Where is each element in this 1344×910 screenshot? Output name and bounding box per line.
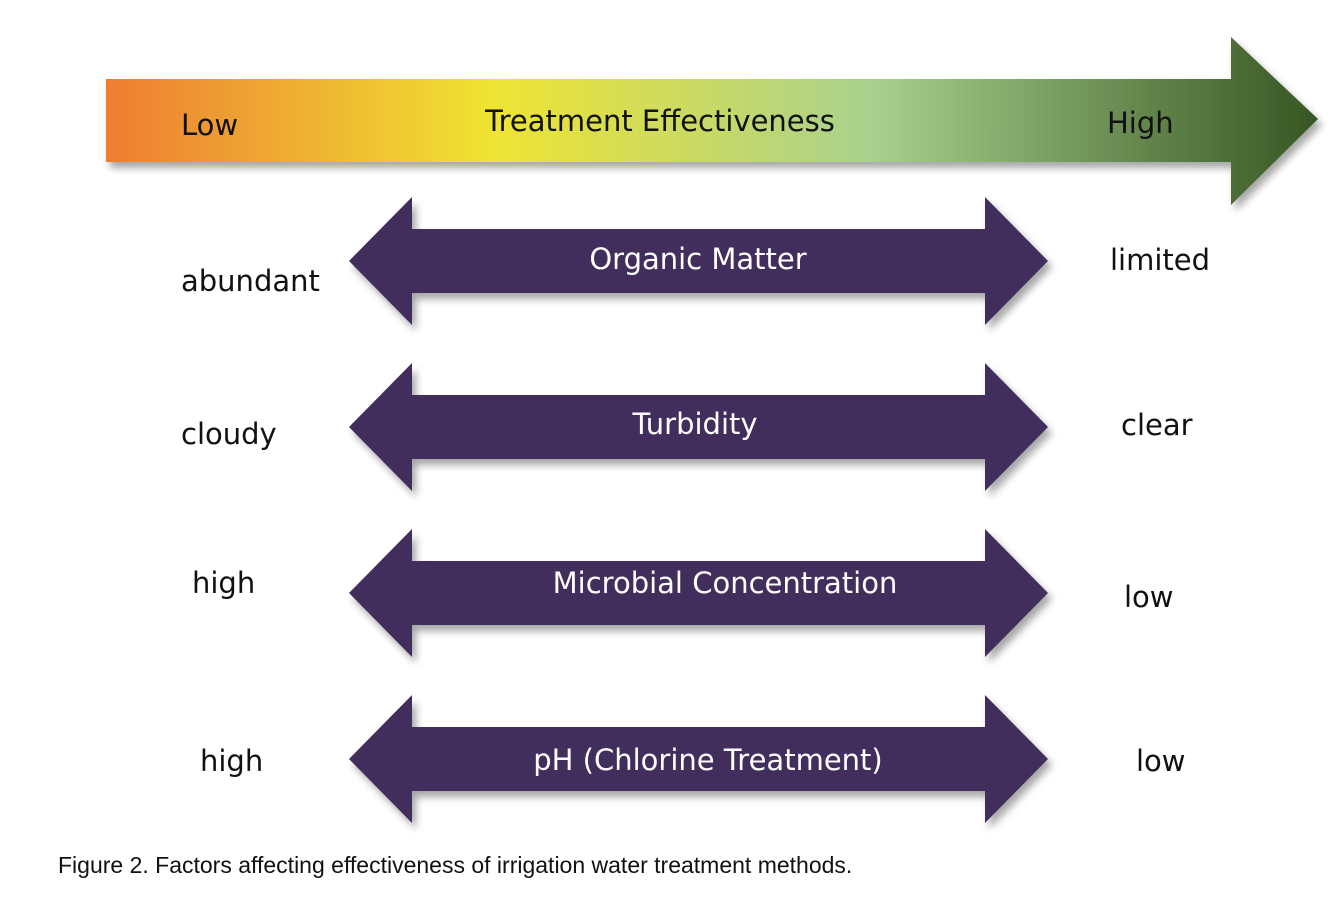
factor-row-ph-chlorine: high pH (Chlorine Treatment) low (200, 695, 1186, 823)
scale-low-label: Low (181, 108, 238, 142)
factor-name: Organic Matter (589, 242, 806, 276)
double-arrow-icon (349, 197, 1048, 325)
figure-caption: Figure 2. Factors affecting effectivenes… (58, 852, 853, 878)
factor-name: Microbial Concentration (553, 566, 898, 600)
double-arrow-icon (349, 529, 1048, 657)
factor-right-label: clear (1121, 408, 1193, 442)
effectiveness-scale-arrow: Low Treatment Effectiveness High (106, 37, 1318, 205)
factor-name: pH (Chlorine Treatment) (533, 743, 882, 777)
factor-left-label: high (192, 566, 255, 600)
scale-high-label: High (1107, 106, 1174, 140)
factor-right-label: limited (1110, 243, 1210, 277)
scale-title: Treatment Effectiveness (484, 104, 835, 138)
factor-left-label: high (200, 744, 263, 778)
double-arrow-icon (349, 363, 1048, 491)
factor-row-organic-matter: abundant Organic Matter limited (181, 197, 1210, 325)
factor-name: Turbidity (631, 407, 757, 441)
factor-right-label: low (1136, 744, 1186, 778)
factor-right-label: low (1124, 580, 1174, 614)
double-arrow-icon (349, 695, 1048, 823)
factor-row-microbial-concentration: high Microbial Concentration low (192, 529, 1174, 657)
factor-row-turbidity: cloudy Turbidity clear (181, 363, 1193, 491)
factor-left-label: abundant (181, 264, 320, 298)
effectiveness-arrow-shape (106, 37, 1318, 205)
factor-left-label: cloudy (181, 417, 277, 451)
